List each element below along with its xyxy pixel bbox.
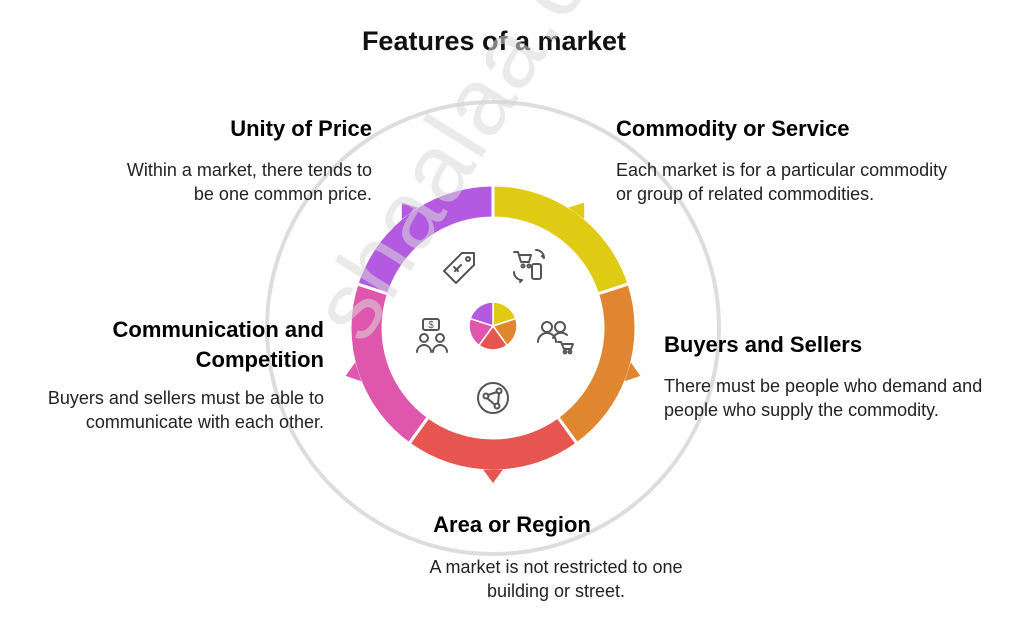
- area-title: Area or Region: [433, 512, 591, 537]
- page-title: Features of a market: [361, 26, 627, 56]
- commodity-desc-line: Each market is for a particular commodit…: [616, 160, 948, 180]
- communication-title-line: Competition: [195, 347, 324, 372]
- people-cart-icon: [537, 321, 574, 355]
- communication-desc-line: communicate with each other.: [85, 412, 324, 432]
- ring-pointer-unity: [401, 202, 418, 220]
- pie-slice-unity: [469, 301, 494, 328]
- communication-desc: Buyers and sellers must be able to commu…: [10, 386, 324, 434]
- unity-title: Unity of Price: [230, 116, 372, 141]
- people-money-icon: $: [416, 318, 448, 353]
- ring-segment-commodity: [491, 183, 631, 296]
- ring-pointer-buyers: [624, 362, 641, 382]
- communication-desc-line: Buyers and sellers must be able to: [47, 388, 324, 408]
- area-desc: A market is not restricted to one buildi…: [356, 555, 756, 603]
- buyers-desc: There must be people who demand and peop…: [664, 374, 1026, 422]
- communication-title-line: Communication and: [112, 317, 324, 342]
- commodity-title: Commodity or Service: [616, 116, 850, 141]
- unity-desc-line: be one common price.: [193, 184, 372, 204]
- cart-exchange-icon: [513, 249, 545, 283]
- price-tag-icon: [443, 252, 475, 284]
- outer-ring-outline: [265, 100, 721, 556]
- ring-segment-area: [406, 414, 580, 473]
- ring-segment-buyers: [555, 281, 638, 446]
- center-pie: [468, 301, 518, 351]
- ring-segment-unity: [355, 183, 495, 296]
- area-desc-line: building or street.: [486, 581, 626, 601]
- commodity-desc-line: or group of related commodities.: [616, 184, 875, 204]
- communication-title: Communication and Competition: [60, 315, 324, 375]
- ring-segments: [345, 183, 641, 483]
- unity-desc-line: Within a market, there tends to: [126, 160, 372, 180]
- svg-text:$: $: [428, 320, 434, 331]
- network-globe-icon: [477, 382, 509, 414]
- buyers-title: Buyers and Sellers: [664, 332, 863, 357]
- ring-pointer-commodity: [568, 202, 585, 220]
- ring-pointer-area: [483, 469, 503, 483]
- unity-desc: Within a market, there tends to be one c…: [40, 158, 372, 206]
- commodity-desc: Each market is for a particular commodit…: [616, 158, 1016, 206]
- ring-pointer-communication: [345, 362, 362, 382]
- area-desc-line: A market is not restricted to one: [429, 557, 683, 577]
- buyers-desc-line: There must be people who demand and: [664, 376, 983, 396]
- buyers-desc-line: people who supply the commodity.: [664, 400, 939, 420]
